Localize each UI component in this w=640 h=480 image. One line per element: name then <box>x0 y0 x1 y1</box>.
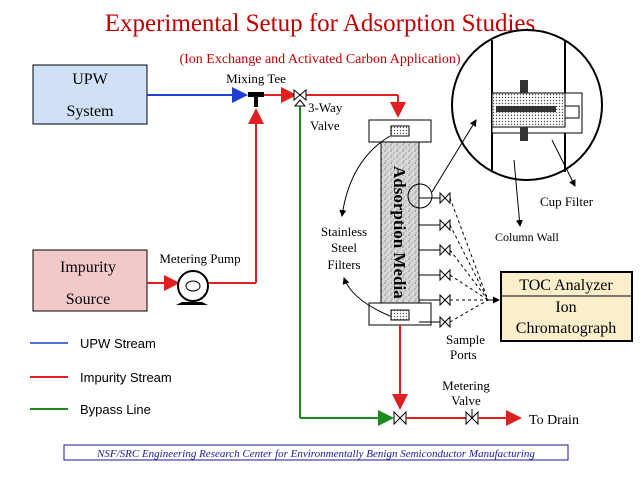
legend-upw-label: UPW Stream <box>80 336 156 351</box>
metering-valve-icon <box>465 409 479 426</box>
diagram-subtitle: (Ion Exchange and Activated Carbon Appli… <box>179 52 460 67</box>
sample-ports <box>419 191 500 329</box>
toc-analyzer-box <box>500 271 633 342</box>
three-way-valve-icon <box>293 88 307 107</box>
cup-filter-label: Cup Filter <box>540 194 594 209</box>
adsorption-media-label: Adsorption Media <box>390 166 409 299</box>
impurity-label-1: Impurity <box>60 259 116 276</box>
pump-icon <box>176 270 209 305</box>
upw-system-box <box>32 64 148 125</box>
column-wall-label: Column Wall <box>495 230 559 244</box>
to-drain-label: To Drain <box>529 413 579 428</box>
sample-valve-icon <box>419 243 451 257</box>
metering-valve-label-2: Valve <box>451 393 481 408</box>
magnified-view <box>451 29 603 181</box>
metering-pump-label: Metering Pump <box>159 251 240 266</box>
diagram-title: Experimental Setup for Adsorption Studie… <box>105 10 536 37</box>
mixing-tee-label: Mixing Tee <box>226 71 286 86</box>
three-way-label-2: Valve <box>310 118 340 133</box>
metering-valve-label-1: Metering <box>442 378 490 393</box>
sample-ports-label-1: Sample <box>446 332 485 347</box>
drain-valve-icon <box>393 410 407 426</box>
toc-label-1: TOC Analyzer <box>519 277 613 294</box>
sample-valve-icon <box>419 218 451 232</box>
stainless-label-1: Stainless <box>321 224 367 239</box>
impurity-source-box <box>32 249 148 312</box>
upw-label-1: UPW <box>72 71 108 88</box>
three-way-label-1: 3-Way <box>308 100 343 115</box>
impurity-label-2: Source <box>66 291 110 308</box>
sample-valve-icon <box>419 191 451 205</box>
upw-label-2: System <box>66 103 114 120</box>
toc-label-3: Chromatograph <box>516 320 616 337</box>
legend: UPW Stream Impurity Stream Bypass Line <box>30 336 172 417</box>
stainless-label-2: Steel <box>331 240 357 255</box>
legend-impurity-label: Impurity Stream <box>80 370 172 385</box>
legend-bypass-label: Bypass Line <box>80 402 151 417</box>
sample-valve-icon <box>419 268 451 282</box>
footer-box <box>63 444 569 461</box>
mixing-tee-icon <box>248 92 264 107</box>
footer-text: NSF/SRC Engineering Research Center for … <box>96 448 535 460</box>
sample-ports-label-2: Ports <box>450 347 477 362</box>
toc-label-2: Ion <box>555 299 576 316</box>
stainless-label-3: Filters <box>327 257 360 272</box>
